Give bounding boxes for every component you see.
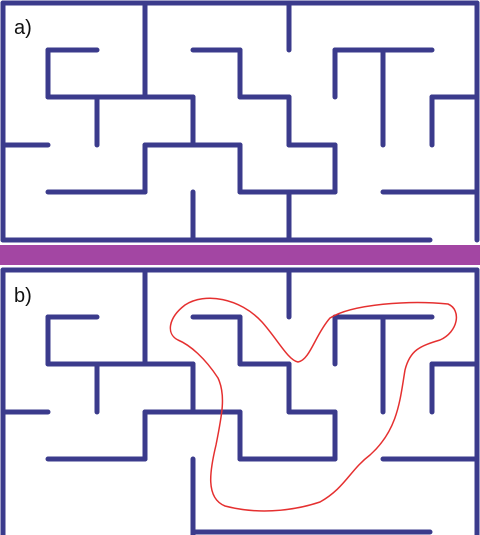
maze-panel-b	[0, 267, 480, 535]
highlight-loop	[169, 297, 458, 512]
panel-separator	[0, 245, 480, 265]
maze-panel-a	[0, 0, 480, 243]
panel-label-b: b)	[14, 285, 32, 307]
panel-label-a: a)	[14, 17, 32, 39]
